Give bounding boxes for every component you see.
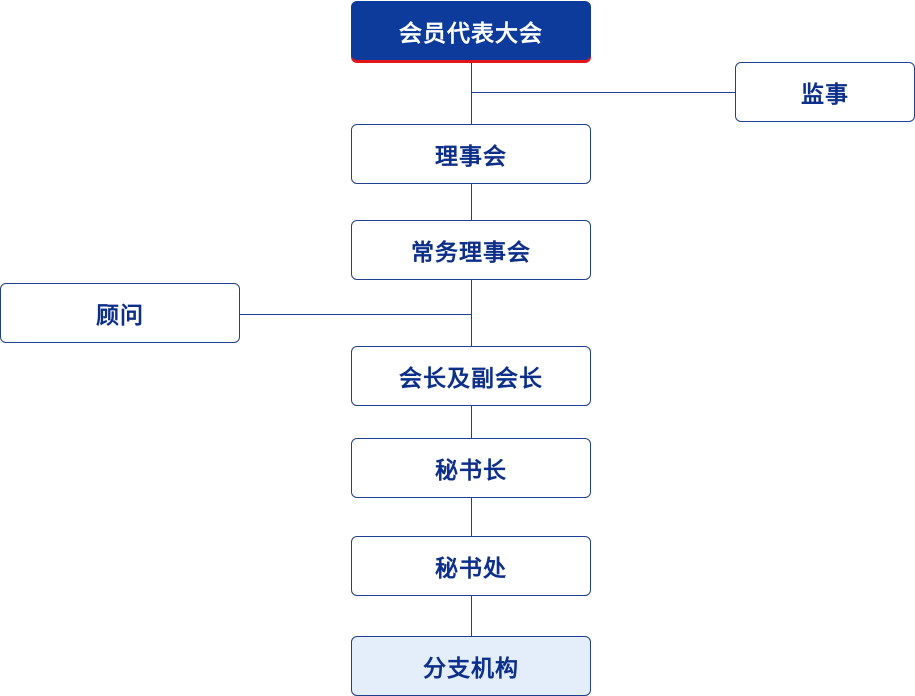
supervisor-connector-line	[471, 92, 736, 93]
council-node[interactable]: 理事会	[351, 124, 591, 184]
advisor-node[interactable]: 顾问	[0, 283, 240, 343]
standing-council-node[interactable]: 常务理事会	[351, 220, 591, 280]
secretary-general-node[interactable]: 秘书长	[351, 438, 591, 498]
president-node[interactable]: 会长及副会长	[351, 346, 591, 406]
secretariat-node[interactable]: 秘书处	[351, 536, 591, 596]
supervisor-node[interactable]: 监事	[735, 62, 915, 122]
advisor-connector-line	[240, 314, 471, 315]
member-congress-node[interactable]: 会员代表大会	[351, 1, 591, 60]
branches-node[interactable]: 分支机构	[351, 636, 591, 696]
